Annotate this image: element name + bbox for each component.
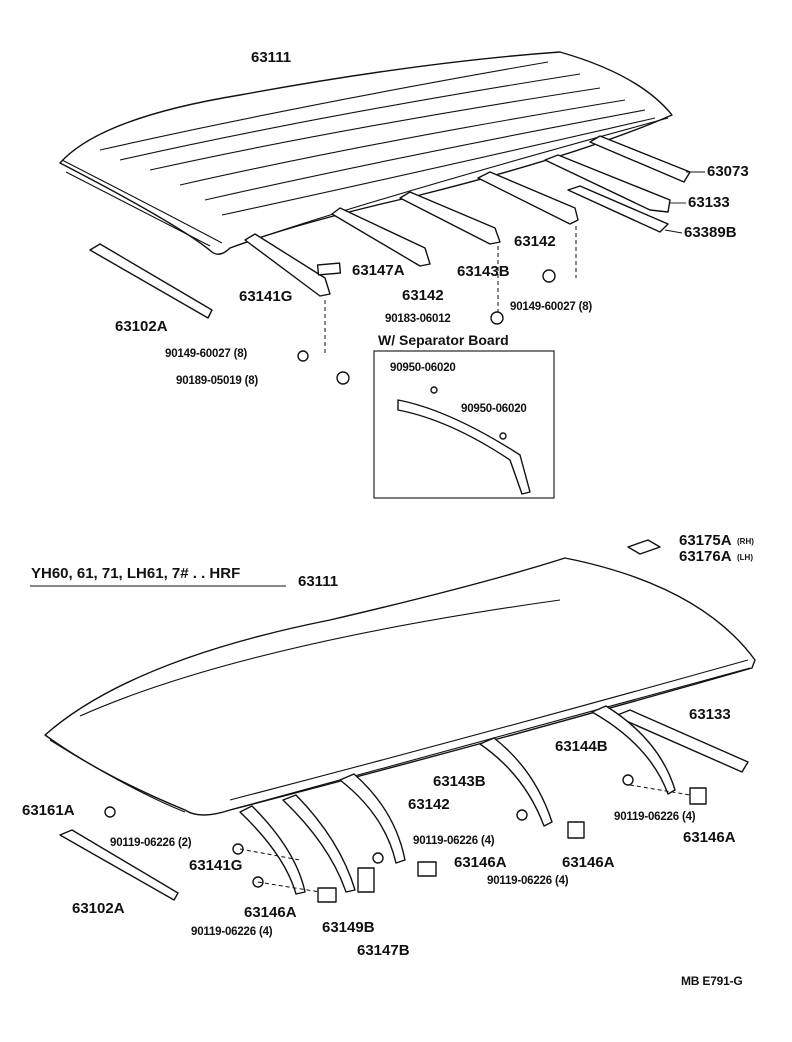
label-lower-bolt-a: 90119-06226 (2) — [110, 837, 192, 849]
label-lower-63175a-side: (RH) — [737, 537, 754, 546]
upper-part-63102a — [89, 243, 213, 319]
inset-title: W/ Separator Board — [378, 332, 509, 348]
label-inset-clip-1: 90950-06020 — [390, 362, 456, 374]
label-upper-63142-mid: 63142 — [402, 287, 444, 304]
label-lower-63146a-mid: 63146A — [454, 854, 507, 871]
label-upper-clip-90183: 90183-06012 — [385, 313, 451, 325]
label-lower-63141g: 63141G — [189, 857, 243, 874]
label-lower-63133: 63133 — [689, 706, 731, 723]
label-lower-bolt-b: 90119-06226 (4) — [191, 926, 273, 938]
upper-part-63073 — [589, 135, 705, 183]
upper-bow-3 — [331, 207, 431, 267]
label-lower-63161a: 63161A — [22, 802, 75, 819]
lower-part-63133 — [614, 709, 749, 773]
lower-brackets — [317, 787, 707, 903]
label-lower-63146a-left: 63146A — [244, 904, 297, 921]
lower-bow-63143b — [479, 737, 553, 827]
label-upper-63389b: 63389B — [684, 224, 737, 241]
label-lower-63176a-side: (LH) — [737, 553, 753, 562]
label-inset-clip-2: 90950-06020 — [461, 403, 527, 415]
upper-bow-right — [477, 171, 579, 225]
label-upper-nut-left: 90189-05019 (8) — [176, 375, 259, 387]
label-lower-bolt-c: 90119-06226 (4) — [413, 835, 495, 847]
label-lower-63146a-right: 63146A — [562, 854, 615, 871]
label-lower-63147b: 63147B — [357, 942, 410, 959]
footer-code: MB E791-G — [681, 974, 743, 988]
upper-part-63147a — [316, 262, 342, 276]
label-upper-63073: 63073 — [707, 163, 749, 180]
label-upper-63147a: 63147A — [352, 262, 405, 279]
lower-bow-63144b — [591, 705, 676, 795]
label-lower-63142: 63142 — [408, 796, 450, 813]
label-upper-63141g: 63141G — [239, 288, 293, 305]
label-upper-63133: 63133 — [688, 194, 730, 211]
upper-part-63133 — [544, 154, 686, 234]
lower-part-63102a — [59, 829, 179, 901]
label-upper-bolt-left: 90149-60027 (8) — [165, 348, 248, 360]
upper-roof-panel — [59, 51, 673, 255]
label-lower-63102a: 63102A — [72, 900, 125, 917]
upper-fasteners — [297, 269, 556, 385]
upper-bow-left — [244, 233, 331, 297]
label-upper-bolt-right: 90149-60027 (8) — [510, 301, 593, 313]
label-upper-63102a: 63102A — [115, 318, 168, 335]
label-upper-63142-right: 63142 — [514, 233, 556, 250]
inset-box — [373, 350, 555, 499]
lower-bow-mid — [282, 794, 356, 893]
lower-roof-panel — [44, 557, 756, 816]
label-lower-63144b: 63144B — [555, 738, 608, 755]
label-lower-bolt-e: 90119-06226 (4) — [614, 811, 696, 823]
label-lower-63143b: 63143B — [433, 773, 486, 790]
label-upper-63143b: 63143B — [457, 263, 510, 280]
model-note: YH60, 61, 71, LH61, 7# . . HRF — [31, 565, 241, 582]
label-upper-63111: 63111 — [251, 49, 292, 66]
label-lower-bolt-d: 90119-06226 (4) — [487, 875, 569, 887]
lower-bow-63141g — [239, 805, 306, 895]
label-lower-63176a: 63176A — [679, 548, 732, 565]
label-lower-63149b: 63149B — [322, 919, 375, 936]
label-lower-63146a-far: 63146A — [683, 829, 736, 846]
upper-bow-mid — [399, 191, 501, 245]
label-lower-63175a: 63175A — [679, 532, 732, 549]
lower-part-63175a — [627, 539, 661, 555]
lower-bow-63142 — [339, 773, 406, 864]
label-lower-63111: 63111 — [298, 573, 339, 590]
